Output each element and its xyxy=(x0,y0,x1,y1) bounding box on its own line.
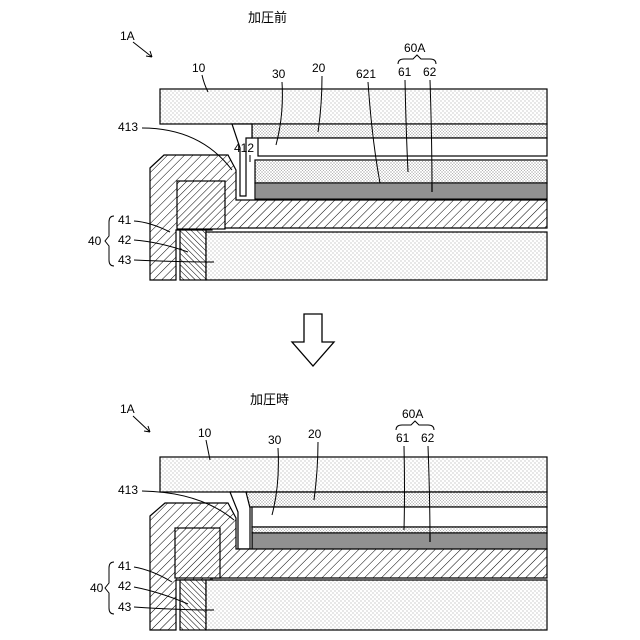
bottom-assembly-ref: 1A xyxy=(120,402,135,416)
top-part-42 xyxy=(180,230,206,280)
bottom-label-42: 42 xyxy=(118,579,132,593)
top-label-30: 30 xyxy=(272,67,286,81)
top-cover-10 xyxy=(160,89,547,124)
bottom-label-20: 20 xyxy=(308,427,322,441)
bottom-label-62: 62 xyxy=(421,431,435,445)
top-frame-cutout xyxy=(177,181,225,229)
top-label-42: 42 xyxy=(118,233,132,247)
bottom-label-43: 43 xyxy=(118,600,132,614)
top-assembly-arrow xyxy=(133,42,152,57)
bottom-layer-61 xyxy=(252,527,547,533)
top-label-413: 413 xyxy=(118,120,138,134)
top-label-10: 10 xyxy=(192,61,206,75)
bottom-panel: 加圧時 1A 10 30 20 60A 61 62 413 xyxy=(90,393,547,630)
bottom-group-brace xyxy=(396,421,434,430)
bottom-label-41: 41 xyxy=(118,559,132,573)
bottom-housing-brace xyxy=(105,562,114,614)
bottom-cover-10 xyxy=(160,457,547,492)
bottom-label-40: 40 xyxy=(90,581,104,595)
top-label-43: 43 xyxy=(118,253,132,267)
top-label-41: 41 xyxy=(118,213,132,227)
top-label-40: 40 xyxy=(88,234,102,248)
bottom-frame-cutout xyxy=(175,528,220,578)
top-layer-20 xyxy=(252,124,547,138)
bottom-assembly-arrow xyxy=(133,416,150,432)
top-panel: 加圧前 1A 10 30 20 60A 621 61 xyxy=(88,10,547,280)
bottom-label-413: 413 xyxy=(118,483,138,497)
down-arrow-icon xyxy=(292,314,334,366)
bottom-label-10: 10 xyxy=(198,426,212,440)
top-label-20: 20 xyxy=(312,61,326,75)
top-assembly-ref: 1A xyxy=(120,29,135,43)
bottom-label-60A: 60A xyxy=(402,407,423,421)
bottom-part-42 xyxy=(180,580,206,630)
top-part-43 xyxy=(206,232,547,280)
top-label-62: 62 xyxy=(423,65,437,79)
bottom-layer-20 xyxy=(246,492,547,507)
bottom-layer-30 xyxy=(252,507,547,527)
bottom-leader-61 xyxy=(404,446,405,530)
top-label-60A: 60A xyxy=(404,41,425,55)
bottom-label-30: 30 xyxy=(268,433,282,447)
top-layer-30 xyxy=(258,138,547,156)
top-label-621: 621 xyxy=(356,67,376,81)
top-label-61: 61 xyxy=(398,65,412,79)
bottom-label-61: 61 xyxy=(396,431,410,445)
bottom-layer-62 xyxy=(252,533,547,549)
top-layer-62 xyxy=(255,183,547,199)
top-housing-brace xyxy=(105,216,114,266)
bottom-panel-title: 加圧時 xyxy=(250,393,289,408)
top-label-412: 412 xyxy=(234,141,254,155)
top-layer-61 xyxy=(255,160,547,183)
top-group-brace xyxy=(398,55,436,64)
bottom-part-43 xyxy=(206,580,547,630)
top-panel-title: 加圧前 xyxy=(248,10,287,26)
